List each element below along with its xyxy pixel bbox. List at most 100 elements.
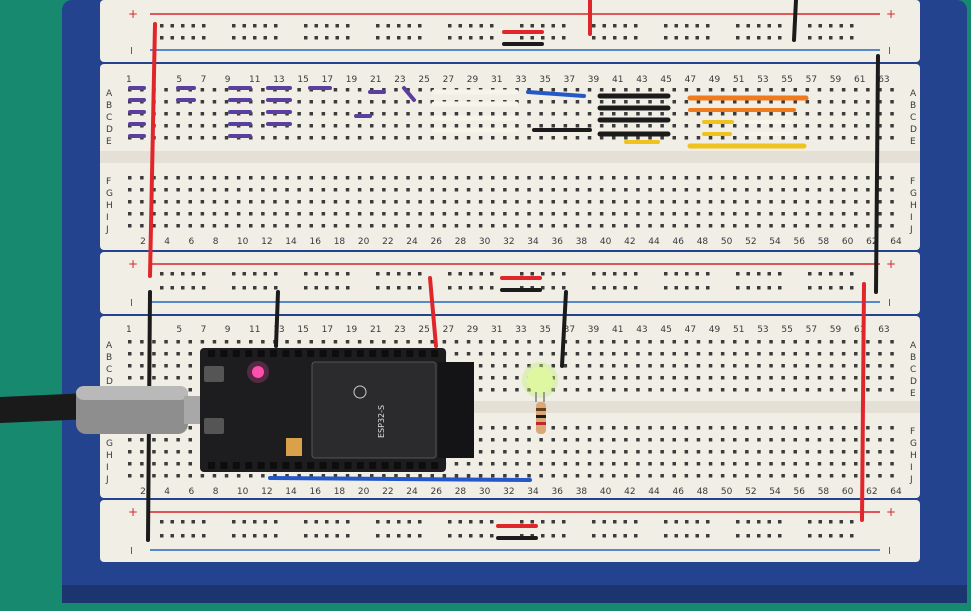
chip-label: ESP32-S [377,405,386,438]
hole [357,474,362,478]
hole [841,450,846,454]
hole [515,364,519,368]
hole [170,272,174,276]
hole [695,520,699,524]
hole [733,438,737,442]
hole [503,376,507,380]
hole [850,520,854,524]
hole [685,272,689,276]
hole [563,376,568,380]
hole [382,100,386,104]
hole [841,474,846,478]
hole [469,24,473,28]
antenna-area [438,362,474,458]
hole [854,376,858,380]
hole [314,24,318,28]
hole [612,176,616,180]
hole [733,224,737,228]
hole [733,462,737,466]
hole [736,534,740,538]
hole [575,462,580,466]
hole [636,352,640,356]
hole [708,100,713,104]
hole [805,352,810,356]
hole [418,112,422,116]
row-letter: E [910,389,916,399]
hole [623,36,627,40]
hole [478,364,483,368]
hole [406,112,410,116]
hole [376,272,380,276]
hole [769,462,773,466]
hole [672,124,676,128]
hole [527,450,531,454]
rail-minus-label: I [888,546,891,557]
hole [720,224,725,228]
hole [612,188,616,192]
hole [866,136,870,140]
hole [733,212,737,216]
hole [386,272,390,276]
hole [418,136,422,140]
hole [839,520,843,524]
hole [695,534,699,538]
hole [202,36,206,40]
hole [346,24,350,28]
hole [188,364,192,368]
hole [321,212,326,216]
hole [212,340,217,344]
hole [370,100,374,104]
hole [808,534,812,538]
column-number: 4 [164,487,170,497]
hole [164,136,168,140]
hole [757,124,761,128]
hole [297,212,301,216]
hole [733,124,737,128]
hole [829,352,834,356]
green-led[interactable] [522,362,558,402]
hole [458,272,462,276]
header-pin [369,350,377,357]
boot-button[interactable] [204,418,224,434]
hole [817,352,822,356]
hole [854,462,858,466]
column-number: 48 [697,487,709,497]
column-number: 37 [564,325,575,335]
hole [648,176,652,180]
hole [563,340,568,344]
hole [128,212,132,216]
hole [297,100,301,104]
hole [176,112,180,116]
hole [563,188,568,192]
hole [176,474,180,478]
hole [720,450,725,454]
hole [430,124,434,128]
row-letter: H [910,451,917,461]
row-letter: B [910,353,916,363]
hole [188,474,192,478]
hole [841,376,846,380]
hole [672,200,676,204]
hole [575,450,580,454]
hole [140,224,144,228]
hole [624,462,628,466]
hole [191,520,195,524]
esp32-module[interactable]: ESP32-S [200,348,474,472]
resistor[interactable] [536,402,546,434]
row-letter: A [910,341,917,351]
hole [612,352,616,356]
hole [685,24,689,28]
en-button[interactable] [204,366,224,382]
hole [376,520,380,524]
hole [720,376,725,380]
hole [745,124,749,128]
hole [370,474,374,478]
usb-cable[interactable] [0,386,206,434]
hole [466,462,471,466]
hole [478,340,483,344]
hole [309,124,313,128]
hole [624,364,628,368]
hole [587,212,592,216]
hole [841,200,846,204]
column-number: 9 [225,75,231,85]
